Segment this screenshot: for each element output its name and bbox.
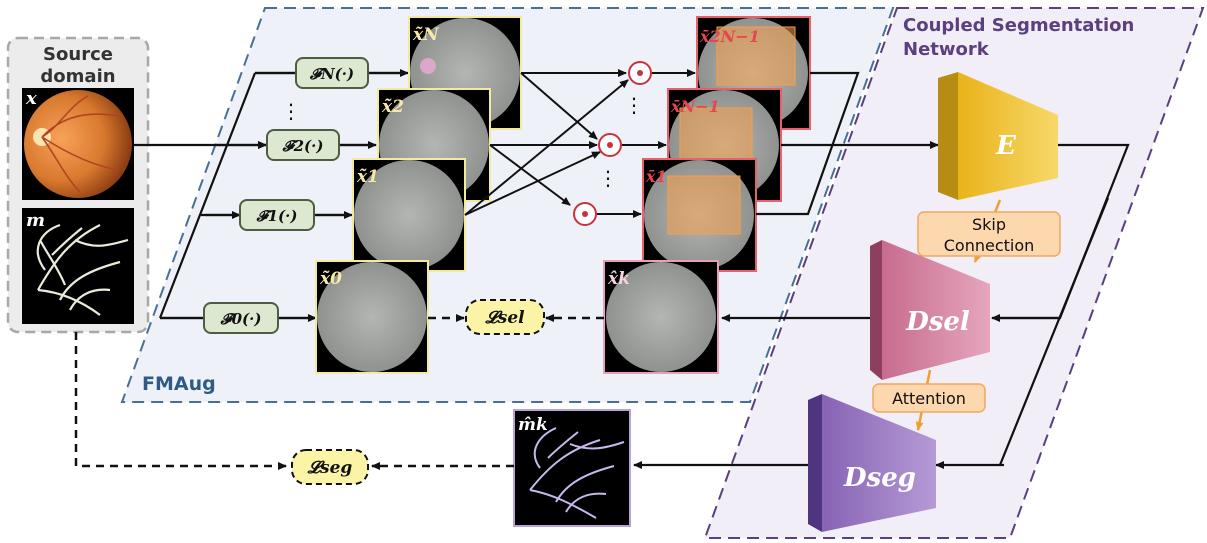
aug-image-0 bbox=[315, 260, 429, 374]
mix-node-2 bbox=[598, 133, 622, 157]
svg-text:𝓕0(·): 𝓕0(·) bbox=[220, 310, 262, 328]
mixed-label-2N-1: x̄2N−1 bbox=[699, 27, 760, 46]
decoder-sel-label: Dsel bbox=[905, 307, 970, 337]
selected-image bbox=[603, 260, 719, 374]
to-encoder-lines bbox=[756, 71, 939, 216]
source-image-label: x bbox=[25, 88, 37, 109]
mix-dots-2: ⋮ bbox=[598, 166, 618, 190]
mix-node-3 bbox=[573, 202, 597, 226]
network-title-line2: Network bbox=[903, 39, 990, 60]
filter-fN: 𝓕N(·) bbox=[295, 57, 369, 89]
loss-sel-box bbox=[465, 299, 545, 335]
mixed-label-1: x̄1 bbox=[645, 167, 667, 186]
decoder-sel-block bbox=[870, 240, 990, 380]
skip-connection-box bbox=[917, 211, 1061, 257]
loss-seg-box bbox=[291, 449, 369, 485]
svg-text:𝓕1(·): 𝓕1(·) bbox=[256, 207, 298, 225]
source-mask-label: m bbox=[26, 210, 45, 231]
attention-box bbox=[872, 383, 986, 413]
encoder-label: E bbox=[995, 131, 1017, 161]
selected-label: x̂k bbox=[607, 269, 630, 289]
filter-dots: ⋮ bbox=[281, 99, 301, 123]
skip-label-line2: Connection bbox=[944, 236, 1035, 255]
decoder-seg-block bbox=[808, 394, 936, 532]
svg-text:𝓕N(·): 𝓕N(·) bbox=[309, 65, 354, 83]
encoder-block bbox=[938, 72, 1058, 200]
aug-image-1 bbox=[352, 158, 466, 272]
loss-seg-label: 𝓛seg bbox=[307, 458, 353, 478]
source-title-line2: domain bbox=[40, 66, 115, 87]
decoder-seg-label: Dseg bbox=[843, 463, 916, 493]
mixed-label-N-1: x̄N−1 bbox=[670, 97, 720, 116]
attention-label: Attention bbox=[892, 389, 966, 408]
source-mask-image bbox=[22, 208, 134, 324]
aug-label-N: x̃N bbox=[412, 25, 440, 45]
output-mask-image bbox=[513, 409, 631, 527]
mix-dots-1: ⋮ bbox=[624, 93, 644, 117]
aug-label-2: x̃2 bbox=[381, 97, 404, 117]
mix-lines bbox=[464, 69, 696, 218]
mix-node-1 bbox=[628, 61, 652, 85]
dashed-mask-to-lseg bbox=[74, 332, 287, 470]
mixed-image-1 bbox=[642, 158, 757, 272]
network-title-line1: Coupled Segmentation bbox=[903, 15, 1134, 36]
output-mask-label: m̂k bbox=[518, 415, 548, 435]
filter-f2: 𝓕2(·) bbox=[266, 129, 340, 161]
filter-f0: 𝓕0(·) bbox=[203, 302, 279, 334]
filter-f1: 𝓕1(·) bbox=[239, 199, 315, 231]
fmaug-label: FMAug bbox=[142, 373, 216, 395]
svg-text:𝓕2(·): 𝓕2(·) bbox=[282, 137, 324, 155]
loss-sel-label: 𝓛sel bbox=[484, 308, 525, 328]
aug-label-0: x̃0 bbox=[319, 269, 342, 289]
skip-label-line1: Skip bbox=[972, 215, 1006, 234]
source-title-line1: Source bbox=[43, 44, 113, 65]
source-fundus-image bbox=[22, 88, 134, 200]
aug-label-1: x̃1 bbox=[356, 167, 379, 187]
